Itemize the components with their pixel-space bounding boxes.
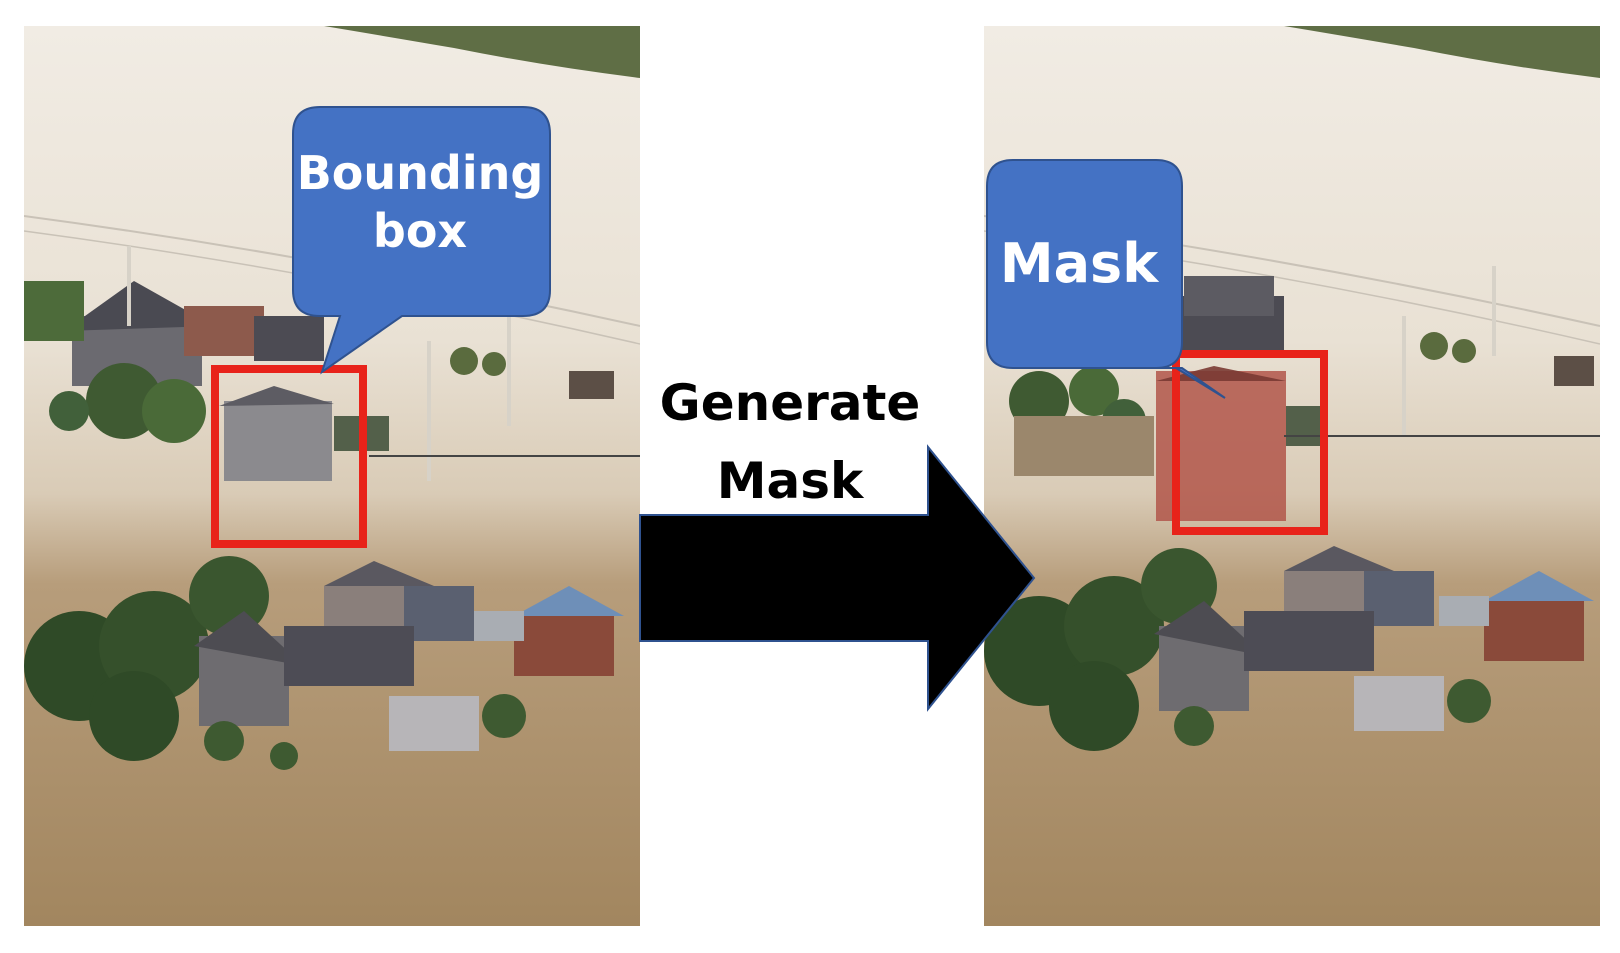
bounding-box-callout-line1: Bounding <box>296 146 544 200</box>
arrow-label-line1: Generate <box>659 374 921 432</box>
arrow-label: Generate Mask <box>640 365 940 520</box>
bounding-box-callout-label: Bounding box <box>290 145 550 260</box>
flood-photo-masked <box>984 26 1600 926</box>
mask-callout-label: Mask <box>999 232 1159 295</box>
arrow-label-line2: Mask <box>716 451 864 510</box>
bounding-box-callout-line2: box <box>372 203 468 258</box>
flood-scene-right <box>984 26 1600 926</box>
